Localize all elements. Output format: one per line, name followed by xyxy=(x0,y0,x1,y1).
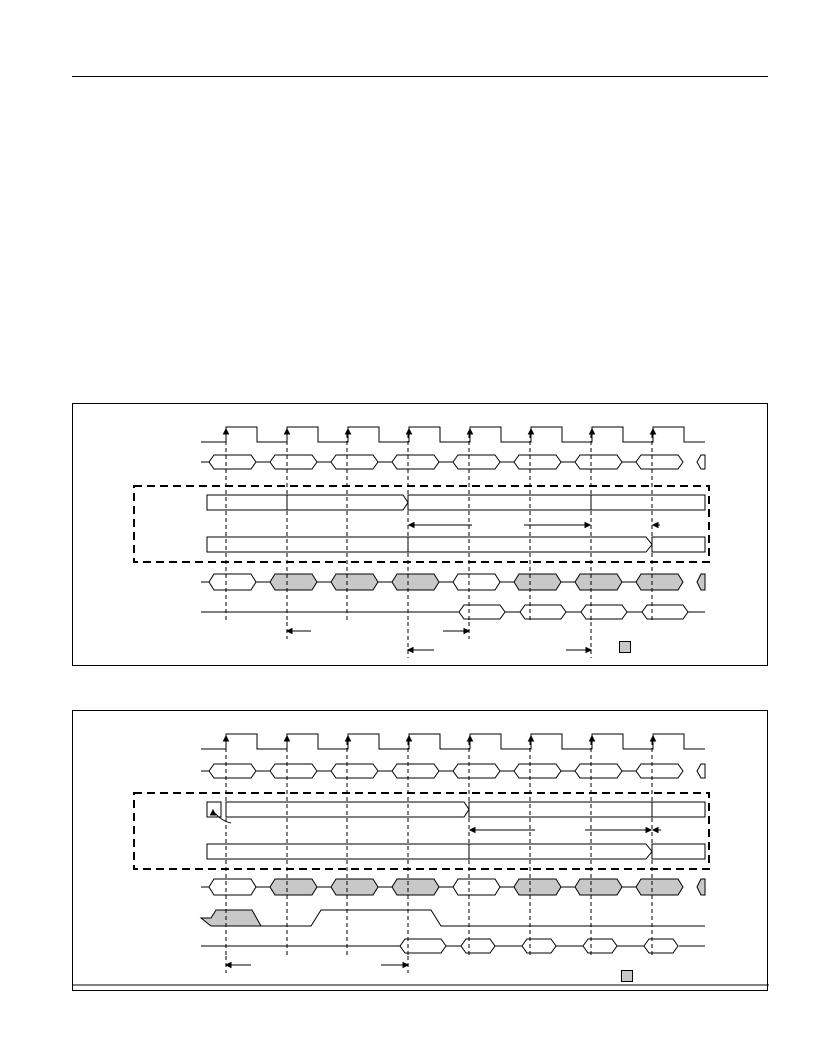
clock-signal-1-edge-5 xyxy=(466,427,474,435)
bar-row-2a-seg-2 xyxy=(468,801,706,818)
address-bus-1-cell-6 xyxy=(513,454,562,470)
data-bus-2-cell-5 xyxy=(452,878,501,896)
timing-arrow-1b-head xyxy=(463,627,471,635)
header-rule xyxy=(72,76,768,77)
timing-arrow-2b-head xyxy=(402,961,410,969)
address-bus-1-cell-5 xyxy=(452,454,501,470)
timing-diagram-2-canvas xyxy=(73,733,769,986)
address-bus-2-cell-6 xyxy=(513,763,562,779)
interval-arrow-2-head xyxy=(584,521,592,529)
data-bus-1-cell-partial xyxy=(696,573,706,591)
clock-signal-1 xyxy=(201,426,705,443)
data-bus-1-cell-2 xyxy=(269,573,318,591)
data-bus-2-cell-partial xyxy=(696,878,706,896)
timing-arrow-1a-head xyxy=(285,627,293,635)
clock-signal-1-edge-4 xyxy=(405,427,413,435)
address-bus-2-cell-8 xyxy=(635,763,684,779)
legend-shaded-swatch-2 xyxy=(621,970,633,982)
clock-signal-1-edge-1 xyxy=(222,427,230,435)
control-signal-2-shaded xyxy=(199,909,262,927)
timing-diagram-2 xyxy=(72,710,769,991)
data-bus-1-cell-3 xyxy=(330,573,379,591)
address-bus-1-cell-3 xyxy=(330,454,379,470)
address-bus-2-cell-partial xyxy=(696,763,706,779)
data-bus-1-cell-8 xyxy=(635,573,684,591)
clock-signal-1-edge-8 xyxy=(649,427,657,435)
output-row-1-cell-3 xyxy=(580,604,628,620)
clock-signal-2-edge-8 xyxy=(649,734,657,742)
clock-signal-2-edge-3 xyxy=(344,734,352,742)
dashed-region-1 xyxy=(133,485,710,563)
clock-signal-2-edge-2 xyxy=(283,734,291,742)
address-bus-1-cell-7 xyxy=(574,454,623,470)
address-bus-2-cell-1 xyxy=(208,763,257,779)
bar-row-1b-seg-2 xyxy=(651,536,706,553)
data-bus-2-cell-3 xyxy=(330,878,379,896)
data-bus-1-cell-7 xyxy=(574,573,623,591)
clock-signal-2-edge-7 xyxy=(588,734,596,742)
output-row-2-cell-3 xyxy=(521,938,557,954)
address-bus-1-cell-partial xyxy=(696,454,706,470)
bar-row-2b-seg-2 xyxy=(651,843,706,860)
data-bus-1-cell-6 xyxy=(513,573,562,591)
clock-signal-1-edge-6 xyxy=(527,427,535,435)
clock-signal-2-edge-4 xyxy=(405,734,413,742)
clock-signal-1-edge-3 xyxy=(344,427,352,435)
address-bus-1-cell-1 xyxy=(208,454,257,470)
clock-signal-2-edge-5 xyxy=(466,734,474,742)
data-bus-1-cell-4 xyxy=(391,573,440,591)
control-signal-2-wave xyxy=(261,909,705,927)
address-bus-2-cell-2 xyxy=(269,763,318,779)
output-row-2-cell-4 xyxy=(582,938,618,954)
output-row-1-cell-1 xyxy=(458,604,506,620)
clock-signal-2-edge-1 xyxy=(222,734,230,742)
address-bus-2-cell-4 xyxy=(391,763,440,779)
bar-row-1a-seg-1 xyxy=(206,494,409,511)
pointer-curve-2-head xyxy=(209,808,217,816)
timing-arrow-1d-head xyxy=(585,646,593,654)
data-bus-1-cell-5 xyxy=(452,573,501,591)
dashed-region-2 xyxy=(133,792,710,870)
interval-arrow-2c-head xyxy=(651,826,659,834)
timing-arrow-1c-head xyxy=(406,646,414,654)
output-row-2-cell-5 xyxy=(643,938,679,954)
interval-arrow-2b-head xyxy=(645,826,653,834)
clock-signal-2 xyxy=(201,733,705,750)
data-bus-2-cell-2 xyxy=(269,878,318,896)
output-row-2-cell-2 xyxy=(460,938,496,954)
address-bus-2-cell-3 xyxy=(330,763,379,779)
interval-arrow-2a-head xyxy=(468,826,476,834)
address-bus-1-cell-2 xyxy=(269,454,318,470)
timing-diagram-1 xyxy=(72,403,768,666)
clock-signal-2-edge-6 xyxy=(527,734,535,742)
bar-row-2a-seg-0 xyxy=(206,801,222,818)
timing-arrow-2a-head xyxy=(224,961,232,969)
legend-shaded-swatch-1 xyxy=(619,641,631,653)
data-bus-2-cell-4 xyxy=(391,878,440,896)
clock-signal-1-edge-2 xyxy=(283,427,291,435)
address-bus-1-cell-4 xyxy=(391,454,440,470)
interval-arrow-3-head xyxy=(651,521,659,529)
bar-row-1b-seg-1 xyxy=(206,536,653,553)
timing-diagram-1-canvas xyxy=(133,426,710,658)
output-row-1-cell-4 xyxy=(641,604,689,620)
interval-arrow-1-head xyxy=(407,521,415,529)
address-bus-2-cell-7 xyxy=(574,763,623,779)
data-bus-2-cell-7 xyxy=(574,878,623,896)
bar-row-1a-seg-2 xyxy=(407,494,706,511)
data-bus-2-cell-6 xyxy=(513,878,562,896)
data-bus-2-cell-8 xyxy=(635,878,684,896)
data-bus-1-cell-1 xyxy=(208,573,257,591)
data-bus-2-cell-1 xyxy=(208,878,257,896)
address-bus-1-cell-8 xyxy=(635,454,684,470)
clock-signal-1-edge-7 xyxy=(588,427,596,435)
bar-row-2b-seg-1 xyxy=(206,843,653,860)
output-row-1-cell-2 xyxy=(519,604,567,620)
output-row-2-cell-1 xyxy=(399,938,447,954)
address-bus-2-cell-5 xyxy=(452,763,501,779)
